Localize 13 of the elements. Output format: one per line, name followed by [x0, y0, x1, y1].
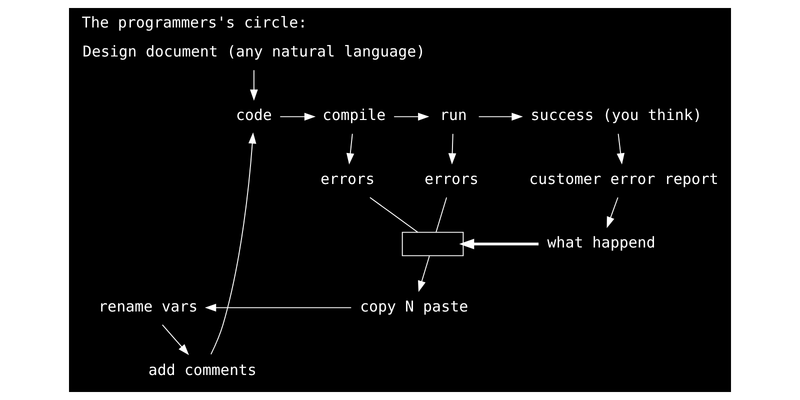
node-text: run [440, 106, 467, 124]
node-text: copy N paste [360, 297, 468, 316]
node-text: success (you think) [530, 106, 702, 124]
diagram-title: The programmers's circle: [82, 14, 308, 32]
node-text: compile [322, 106, 386, 124]
node-text: code [236, 106, 272, 124]
node-text: add comments [148, 360, 257, 379]
node-text: what happend [547, 234, 656, 252]
node-text: errors [424, 170, 479, 188]
node-text: customer error report [529, 170, 718, 188]
node-text: Design document (any natural language) [82, 42, 426, 61]
node-text: errors [320, 170, 375, 188]
node-text: rename vars [98, 297, 198, 316]
